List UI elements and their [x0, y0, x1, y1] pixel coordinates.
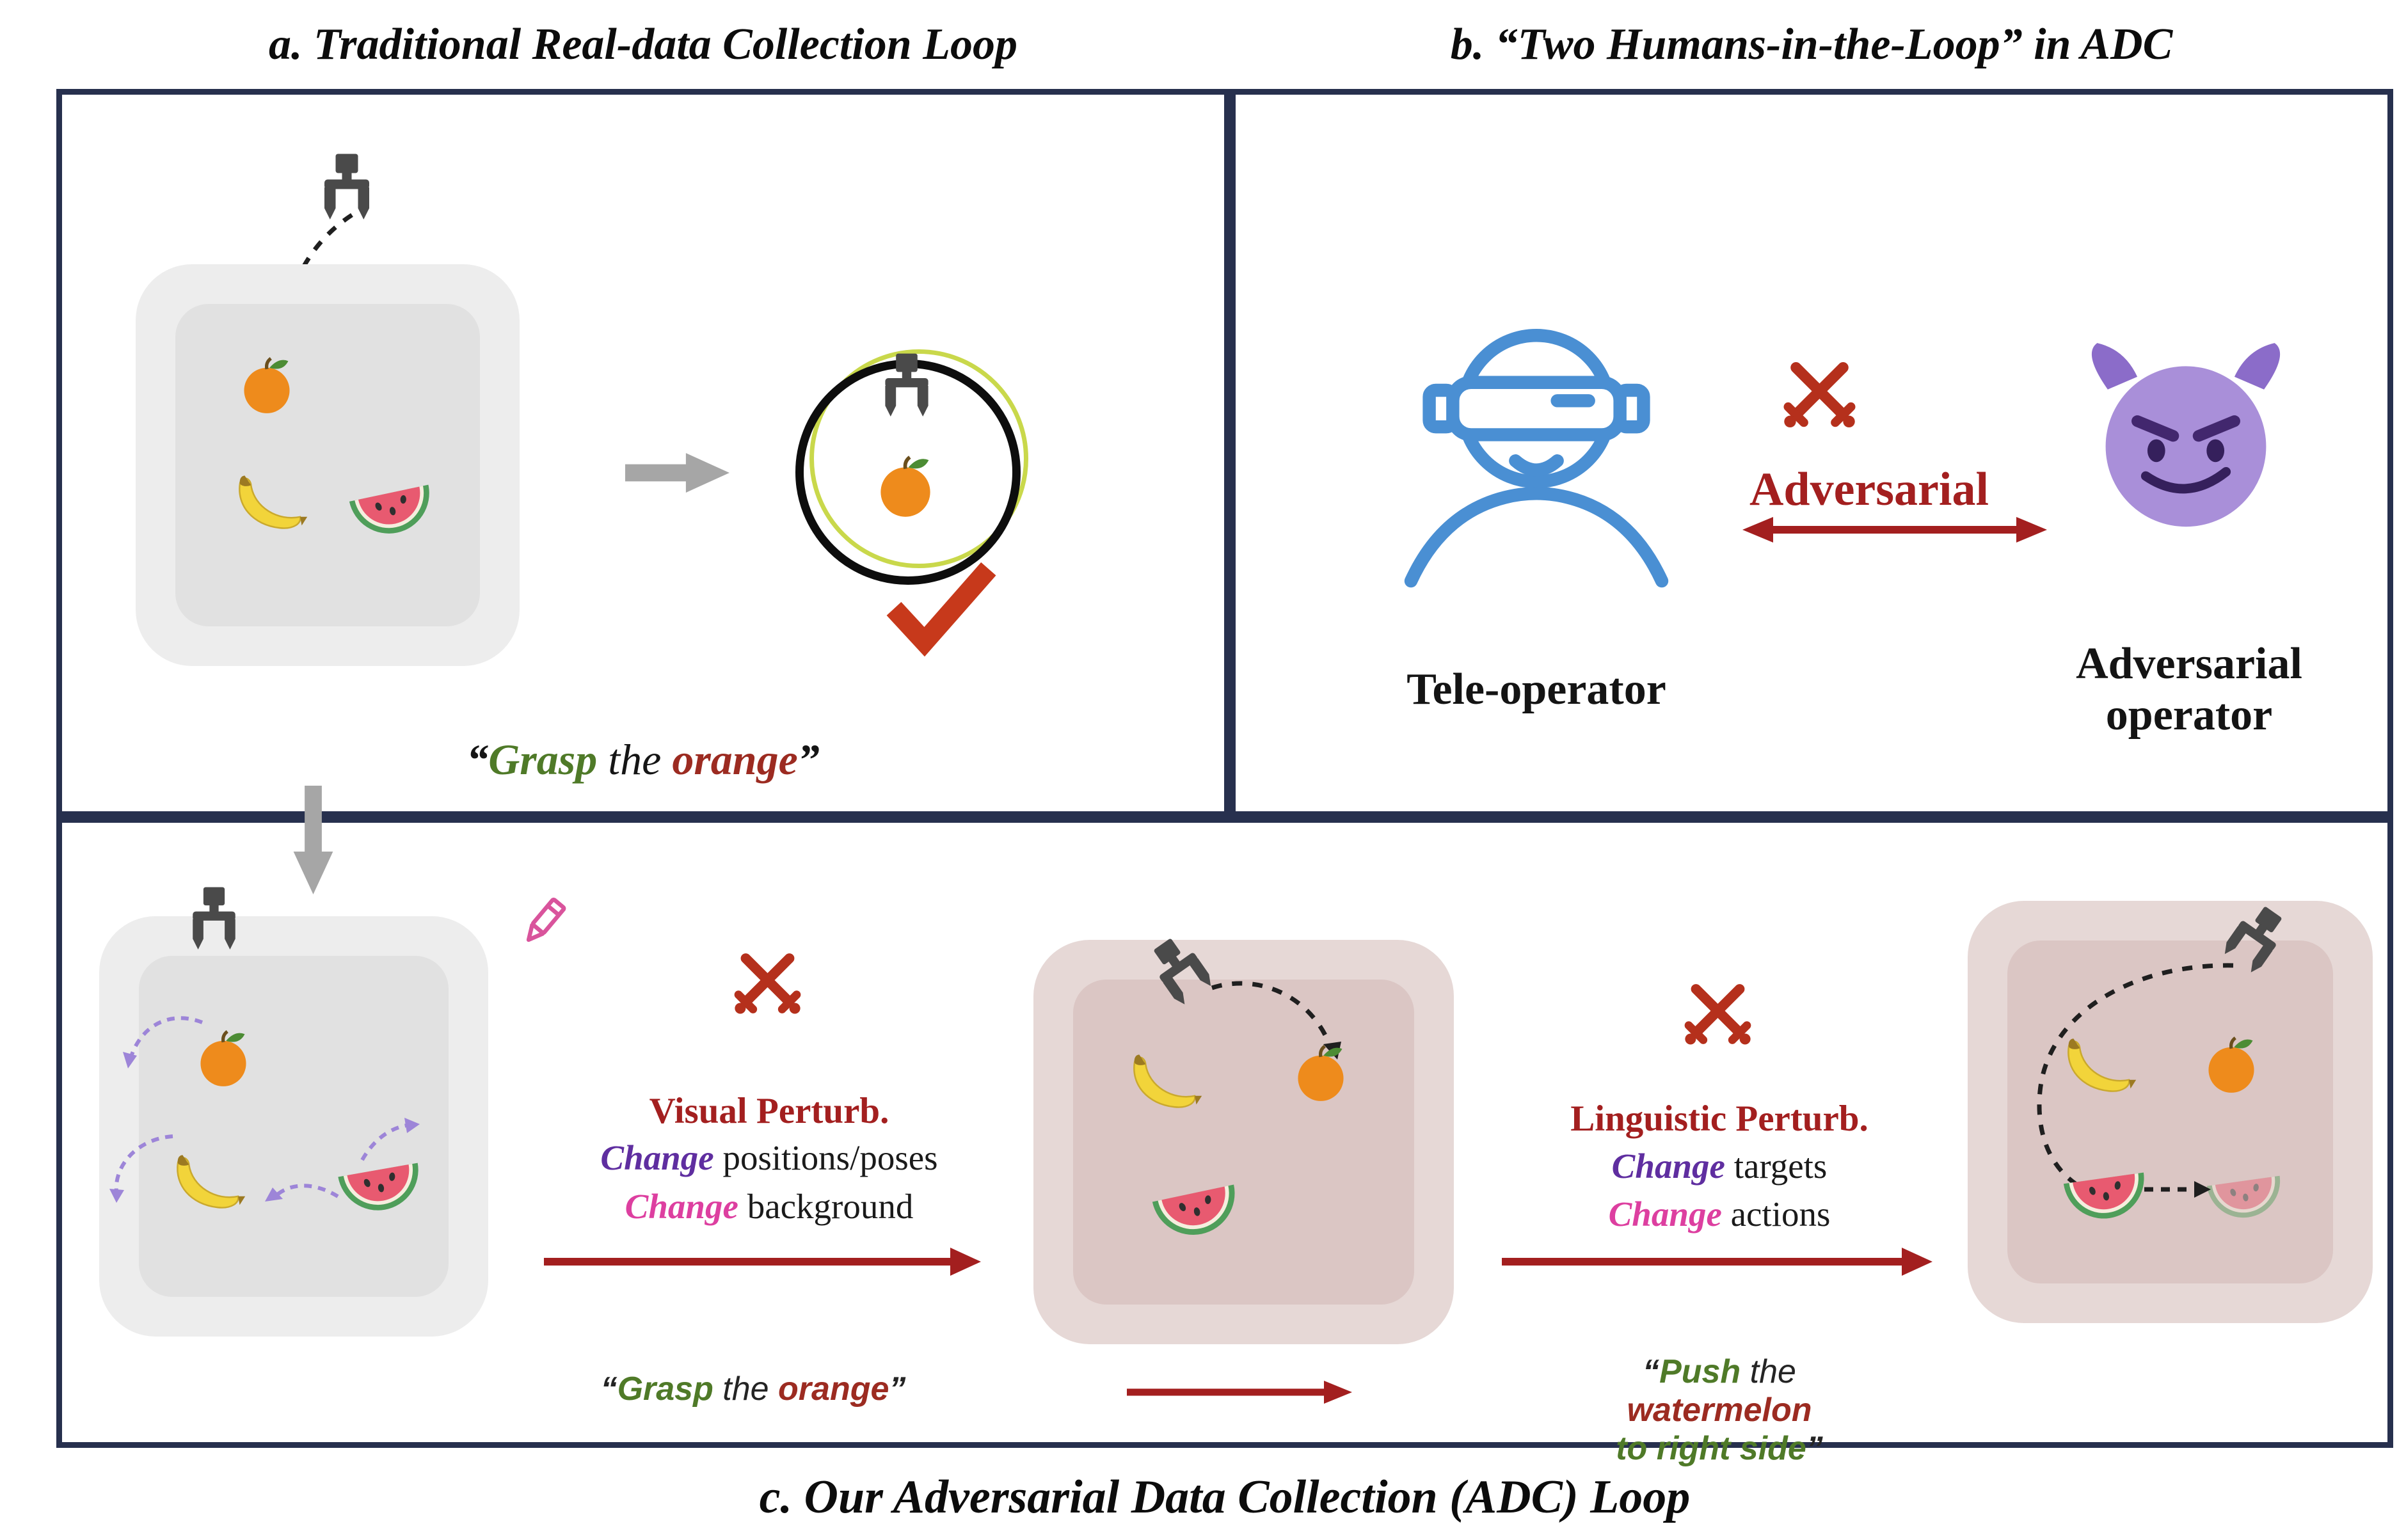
linguistic-perturb-line2: Change actions — [1521, 1194, 1918, 1234]
adversarial-operator-label: Adversarial operator — [1984, 639, 2394, 741]
vr-teleoperator-icon — [1404, 329, 1669, 588]
linguistic-perturb-heading: Linguistic Perturb. — [1570, 1099, 1868, 1139]
red-flow-arrow — [1502, 1248, 1932, 1276]
red-flow-arrow — [544, 1248, 981, 1276]
change-word: Change — [625, 1187, 738, 1226]
flow-arrow-right — [625, 453, 729, 493]
panel-a-title: a. Traditional Real-data Collection Loop — [269, 20, 1017, 69]
gripper-icon — [876, 352, 937, 420]
verb-word: Grasp — [617, 1370, 713, 1408]
tabletop-bin — [99, 916, 488, 1337]
panel-c-title: c. Our Adversarial Data Collection (ADC)… — [759, 1471, 1691, 1523]
visual-perturb-line2: Change background — [529, 1186, 1009, 1226]
banana-icon — [2059, 1034, 2139, 1100]
adversarial-double-arrow — [1742, 517, 2047, 543]
orange-icon — [2204, 1035, 2258, 1094]
tabletop-bin — [136, 264, 520, 666]
direction-words: to right side — [1616, 1430, 1806, 1467]
quote-open: “ — [1643, 1353, 1660, 1390]
watermelon-icon — [2060, 1157, 2152, 1231]
gripper-icon — [184, 885, 244, 953]
banana-icon — [1124, 1050, 1205, 1116]
orange-icon — [876, 454, 935, 518]
panel-a: “Grasp the orange” — [56, 89, 1230, 817]
linguistic-perturb-line1: Change targets — [1521, 1146, 1918, 1186]
crossed-swords-icon — [1776, 354, 1863, 440]
crossed-swords-icon — [728, 946, 808, 1026]
crossed-swords-icon — [1678, 976, 1758, 1056]
change-rest: background — [738, 1187, 914, 1226]
flow-arrow-down — [293, 786, 333, 894]
quote-close: ” — [889, 1370, 906, 1408]
object-word: watermelon — [1627, 1392, 1812, 1429]
change-rest: actions — [1721, 1195, 1831, 1234]
mid-word: the — [1741, 1353, 1796, 1390]
mid-word: the — [597, 735, 673, 784]
change-rest: targets — [1725, 1147, 1828, 1186]
bin-floor — [175, 304, 480, 626]
verb-word: Grasp — [488, 735, 598, 784]
bin-floor — [1073, 980, 1414, 1305]
change-word: Change — [1608, 1195, 1722, 1234]
pencil-edit-icon — [510, 892, 574, 956]
visual-perturb-heading: Visual Perturb. — [649, 1091, 889, 1131]
tabletop-bin-perturbed — [1033, 940, 1454, 1344]
change-word: Change — [1611, 1147, 1725, 1186]
verb-word: Push — [1659, 1353, 1741, 1390]
watermelon-ghost-icon — [2203, 1162, 2287, 1230]
orange-icon — [1294, 1044, 1348, 1102]
instruction-caption: “Grasp the orange” — [587, 1370, 920, 1408]
mid-word: the — [713, 1370, 779, 1408]
caption-line1: “Push the watermelon — [1553, 1353, 1886, 1429]
change-rest: positions/poses — [713, 1138, 938, 1177]
bin-floor — [2007, 941, 2333, 1283]
red-flow-arrow — [1127, 1381, 1352, 1404]
banana-icon — [230, 471, 310, 537]
object-word: orange — [778, 1370, 889, 1408]
orange-icon — [240, 356, 294, 415]
panel-b-title: b. “Two Humans-in-the-Loop” in ADC — [1450, 20, 2173, 69]
caption-line2: to right side” — [1553, 1429, 1886, 1468]
instruction-caption: “Push the watermelon to right side” — [1553, 1353, 1886, 1468]
purple-motion-arrow — [360, 1118, 420, 1161]
purple-motion-arrow — [109, 1134, 173, 1203]
checkmark-icon — [886, 562, 996, 657]
tele-operator-label: Tele-operator — [1406, 665, 1666, 714]
instruction-caption: “Grasp the orange” — [62, 734, 1224, 785]
visual-perturb-line1: Change positions/poses — [529, 1138, 1009, 1178]
dashed-arrow-push-right — [2144, 1181, 2211, 1198]
adversarial-operator-line1: Adversarial — [2076, 639, 2302, 688]
panel-b: Tele-operator Adversarial Adversarial op… — [1230, 89, 2393, 817]
object-word: orange — [672, 735, 798, 784]
adversarial-operator-line2: operator — [2105, 690, 2273, 740]
panel-c: Visual Perturb. Change positions/poses C… — [56, 817, 2393, 1467]
change-word: Change — [600, 1138, 714, 1177]
adversarial-devil-icon — [2091, 343, 2281, 527]
quote-open: “ — [466, 735, 489, 784]
purple-motion-arrow — [123, 1016, 203, 1068]
adversarial-label: Adversarial — [1749, 463, 1989, 516]
purple-motion-arrow — [265, 1184, 339, 1202]
quote-close: ” — [1806, 1430, 1823, 1467]
quote-open: “ — [600, 1370, 617, 1408]
quote-close: ” — [797, 735, 820, 784]
